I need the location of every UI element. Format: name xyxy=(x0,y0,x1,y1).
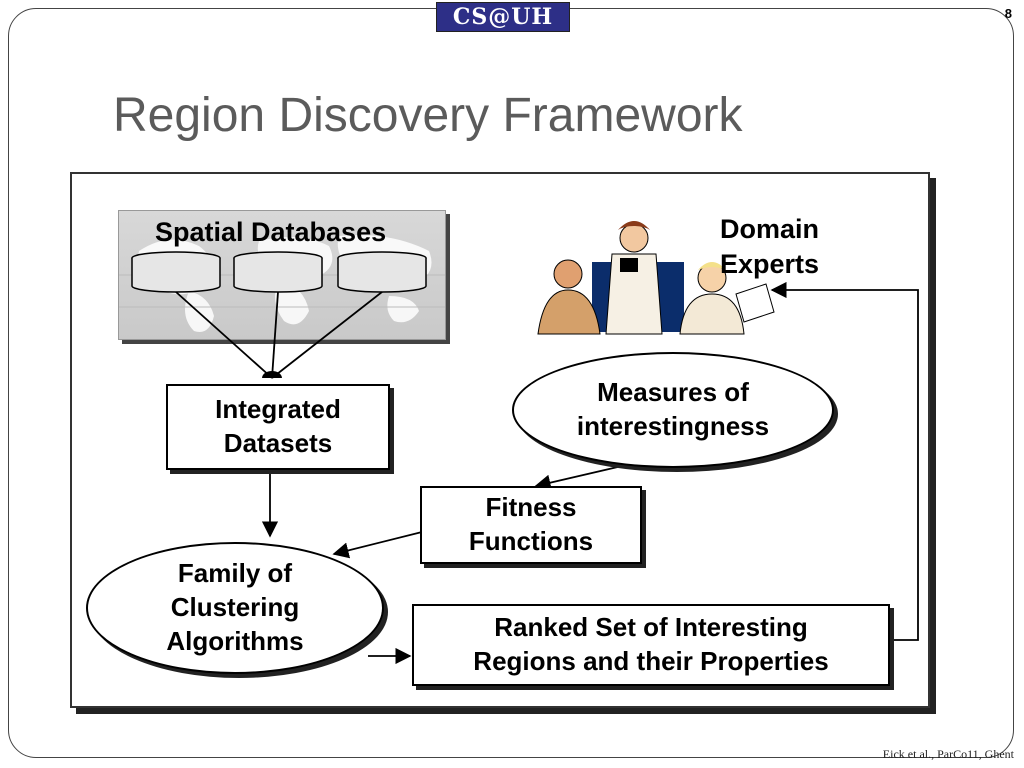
slide-number: 8 xyxy=(1004,6,1012,21)
ranked-regions-box: Ranked Set of Interesting Regions and th… xyxy=(412,604,890,686)
domain-experts-clipart xyxy=(537,221,775,335)
measures-label: Measures of interestingness xyxy=(576,377,770,441)
logo-text: CS@UH xyxy=(452,4,554,30)
region-discovery-diagram: Spatial Databases xyxy=(70,172,930,708)
fitness-functions-box: Fitness Functions xyxy=(420,486,642,564)
diagram-connectors xyxy=(131,221,919,665)
domain-experts-label: Domain Experts xyxy=(720,214,820,280)
integrated-datasets-label: Integrated Datasets xyxy=(215,394,341,458)
ranked-label: Ranked Set of Interesting Regions and th… xyxy=(473,612,829,676)
database-icon xyxy=(131,251,427,293)
measures-of-interestingness-ellipse: Measures of interestingness xyxy=(512,352,834,468)
clustering-label: Family of Clustering Algorithms xyxy=(166,558,304,656)
fitness-label: Fitness Functions xyxy=(468,492,594,556)
integrated-datasets-box: Integrated Datasets xyxy=(166,384,390,470)
spatial-databases-label: Spatial Databases xyxy=(155,217,387,247)
cs-uh-logo: CS@UH xyxy=(436,2,570,32)
clustering-algorithms-ellipse: Family of Clustering Algorithms xyxy=(86,542,384,674)
slide-title: Region Discovery Framework xyxy=(113,89,743,142)
footer-citation: Eick et al., ParCo11, Ghent xyxy=(882,747,1014,761)
